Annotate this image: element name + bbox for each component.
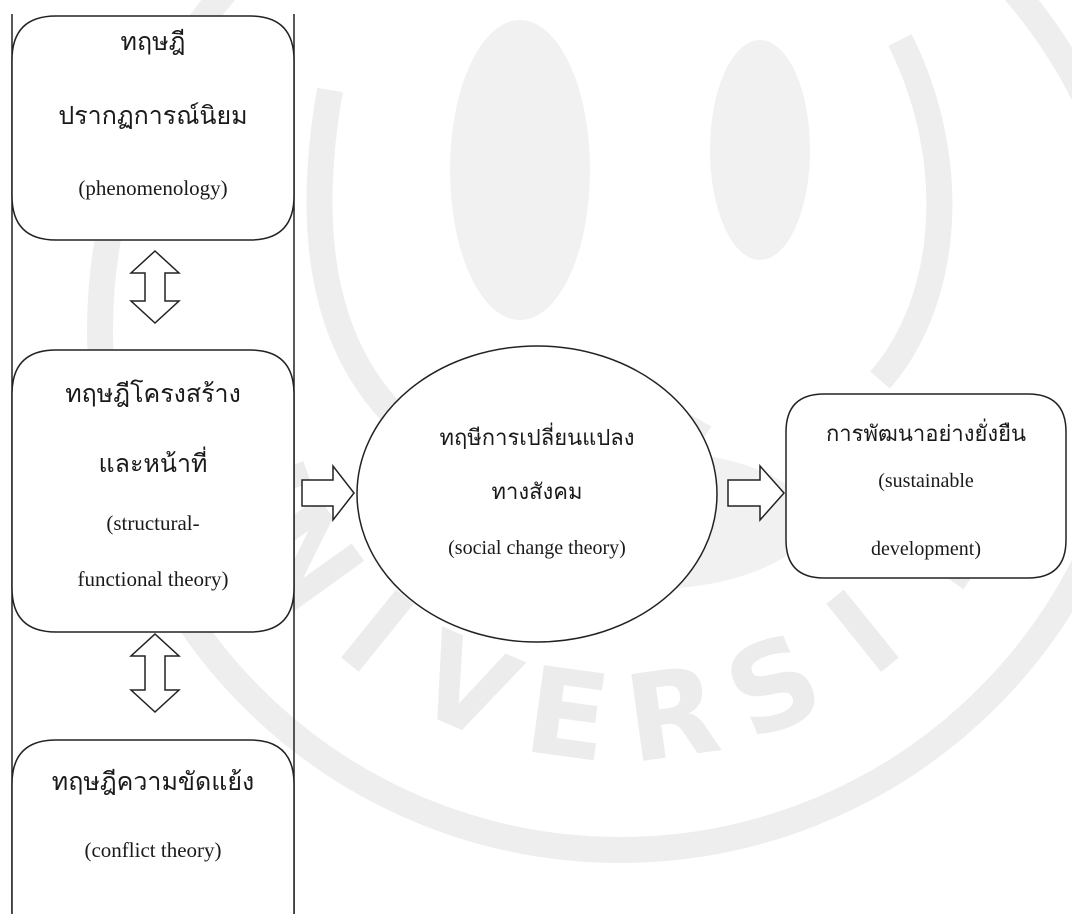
conflict-english: (conflict theory) bbox=[84, 838, 222, 862]
social-change-thai-line1: ทฤษีการเปลี่ยนแปลง bbox=[439, 425, 635, 450]
sustainable-thai: การพัฒนาอย่างยั่งยืน bbox=[825, 421, 1027, 446]
social-change-english: (social change theory) bbox=[448, 537, 626, 559]
conflict-thai: ทฤษฎีความขัดแย้ง bbox=[51, 769, 255, 796]
social-change-ellipse bbox=[356, 345, 718, 643]
watermark-letter: R bbox=[617, 641, 727, 791]
conflict-box bbox=[11, 739, 295, 914]
social-change-thai-line2: ทางสังคม bbox=[491, 479, 583, 504]
phenomenology-box bbox=[11, 15, 295, 241]
structural-english-line1: (structural- bbox=[106, 511, 200, 535]
phenomenology-thai-line1: ทฤษฎี bbox=[120, 29, 186, 56]
arrow-to-sustainable bbox=[727, 464, 786, 522]
phenomenology-english: (phenomenology) bbox=[78, 176, 228, 200]
sustainable-english-line1: (sustainable bbox=[878, 470, 974, 492]
structural-thai-line2: และหน้าที่ bbox=[98, 451, 208, 478]
structural-box bbox=[11, 349, 295, 633]
arrow-to-social-change bbox=[301, 463, 355, 523]
structural-thai-line1: ทฤษฎีโครงสร้าง bbox=[65, 381, 241, 408]
double-arrow-top bbox=[129, 249, 181, 325]
phenomenology-thai-line2: ปรากฏการณ์นิยม bbox=[58, 103, 248, 130]
sustainable-box bbox=[785, 393, 1067, 579]
double-arrow-bottom bbox=[129, 632, 181, 714]
watermark-letter: E bbox=[517, 641, 617, 790]
structural-english-line2: functional theory) bbox=[77, 567, 229, 591]
sustainable-english-line2: development) bbox=[871, 538, 981, 560]
